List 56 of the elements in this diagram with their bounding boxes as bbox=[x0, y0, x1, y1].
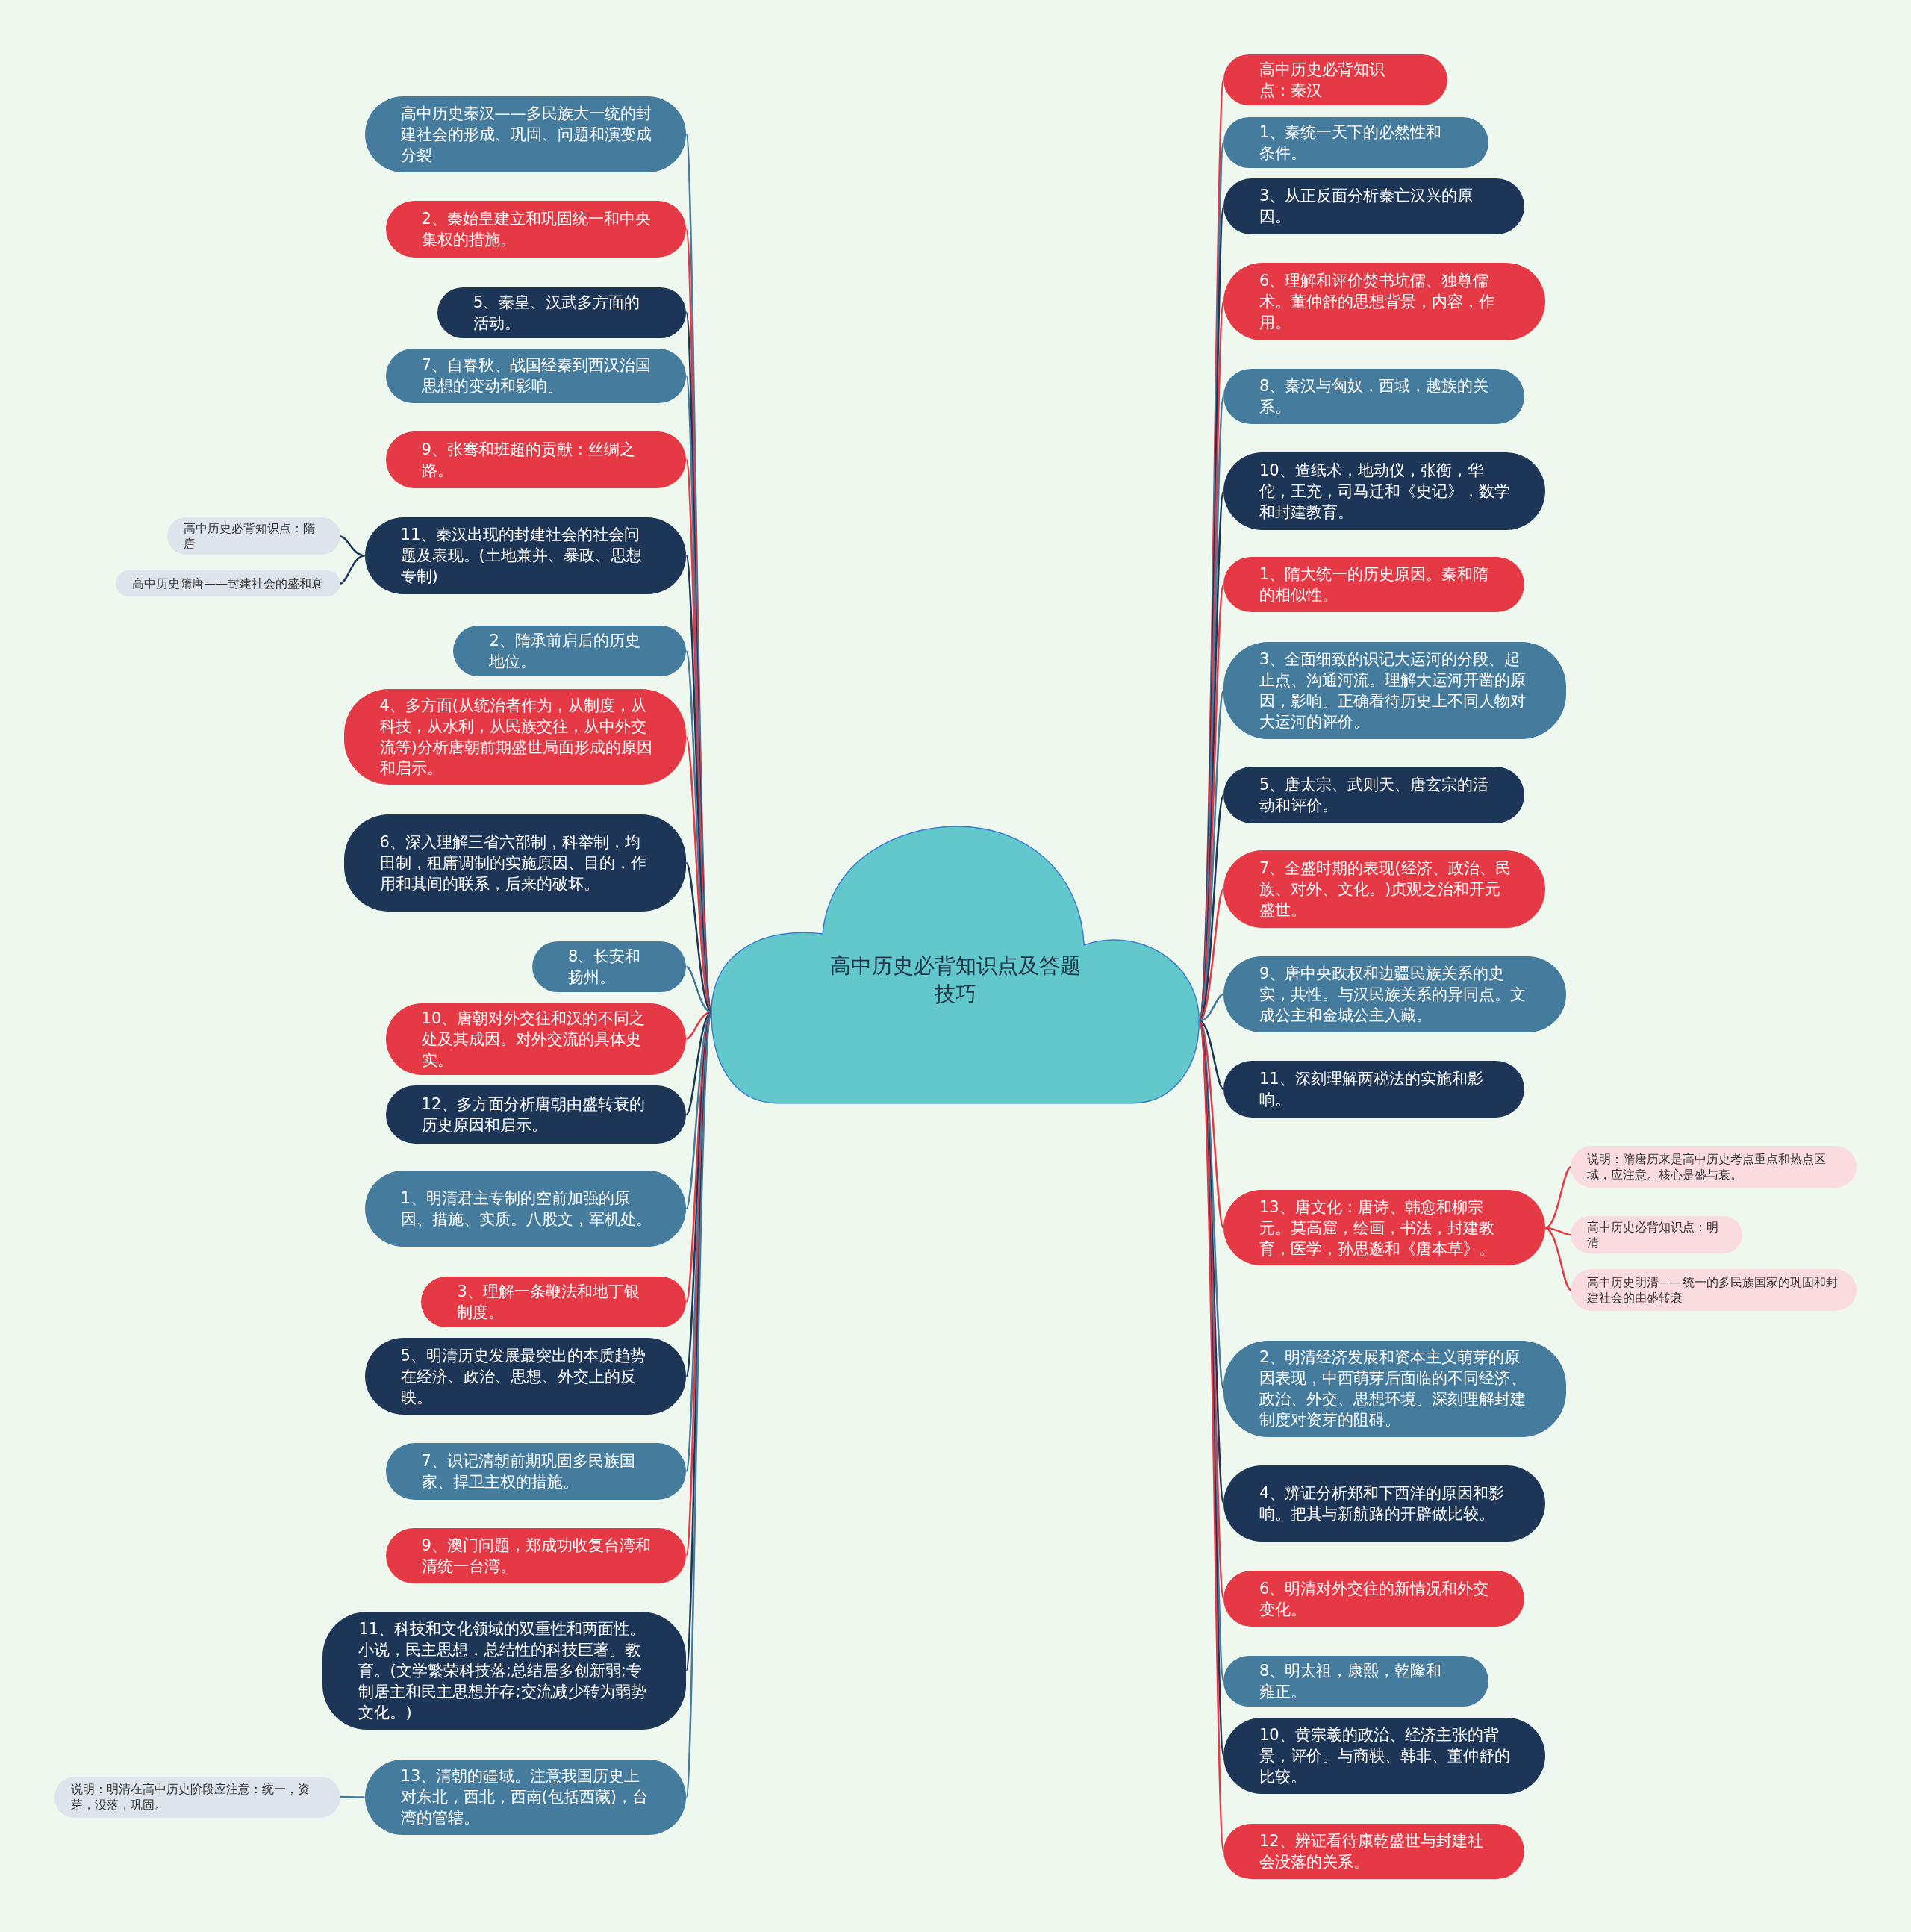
topic-pill: 6、深入理解三省六部制，科举制，均田制，租庸调制的实施原因、目的，作用和其间的联系，后来的破坏。 bbox=[343, 814, 687, 912]
connector-line bbox=[685, 965, 712, 1013]
connector-line bbox=[685, 1011, 712, 1040]
topic-pill: 7、自春秋、战国经秦到西汉治国思想的变动和影响。 bbox=[385, 349, 687, 403]
topic-pill: 9、张骞和班超的贡献：丝绸之路。 bbox=[385, 431, 687, 488]
topic-pill: 3、全面细致的识记大运河的分段、起止点、沟通河流。理解大运河开凿的原因，影响。正确看待历史上不同人物对大运河的评价。 bbox=[1223, 641, 1566, 740]
topic-pill: 1、隋大统一的历史原因。秦和隋的相似性。 bbox=[1223, 557, 1524, 613]
topic-pill: 12、辨证看待康乾盛世与封建社会没落的关系。 bbox=[1223, 1823, 1524, 1880]
topic-pill: 7、全盛时期的表现(经济、政治、民族、对外、文化。)贞观之治和开元盛世。 bbox=[1223, 850, 1545, 928]
topic-pill: 3、从正反面分析秦亡汉兴的原因。 bbox=[1223, 178, 1524, 234]
topic-pill: 8、明太祖，康熙，乾隆和雍正。 bbox=[1223, 1656, 1488, 1707]
connector-line bbox=[1199, 1020, 1224, 1091]
central-topic-text: 高中历史必背知识点及答题技巧 bbox=[829, 953, 1082, 1009]
connector-line bbox=[1544, 1165, 1572, 1230]
connector-line bbox=[1199, 993, 1224, 1022]
note-pill: 高中历史明清——统一的多民族国家的巩固和封建社会的由盛转衰 bbox=[1571, 1269, 1857, 1312]
topic-pill: 4、多方面(从统治者作为，从制度，从科技，从水利，从民族交往，从中外交流等)分析唐朝前期盛世局面形成的原因和启示。 bbox=[343, 688, 687, 785]
topic-pill: 高中历史必背知识点：秦汉 bbox=[1223, 54, 1448, 105]
note-pill: 说明：明清在高中历史阶段应注意：统一，资芽，没落，巩固。 bbox=[54, 1777, 340, 1818]
topic-pill: 11、科技和文化领域的双重性和两面性。小说，民主思想，总结性的科技巨著。教育。(文学繁荣科技落;总结居多创新弱;专制居主和民主思想并存;交流减少转为弱势文化。) bbox=[322, 1611, 687, 1730]
topic-pill: 10、造纸术，地动仪，张衡，华佗，王充，司马迁和《史记》，数学和封建教育。 bbox=[1223, 452, 1545, 530]
topic-pill: 9、唐中央政权和边疆民族关系的史实，共性。与汉民族关系的异同点。文成公主和金城公主入藏。 bbox=[1223, 956, 1566, 1033]
note-pill: 高中历史必背知识点：隋唐 bbox=[167, 517, 340, 555]
topic-pill: 12、多方面分析唐朝由盛转衰的历史原因和启示。 bbox=[385, 1085, 687, 1144]
topic-pill: 5、唐太宗、武则天、唐玄宗的活动和评价。 bbox=[1223, 766, 1524, 823]
topic-pill: 11、深刻理解两税法的实施和影响。 bbox=[1223, 1061, 1524, 1118]
connector-line bbox=[340, 555, 365, 585]
topic-pill: 1、明清君主专制的空前加强的原因、措施、实质。八股文，军机处。 bbox=[364, 1171, 687, 1247]
note-pill: 说明：隋唐历来是高中历史考点重点和热点区域，应注意。核心是盛与衰。 bbox=[1571, 1146, 1857, 1188]
topic-pill: 4、辨证分析郑和下西洋的原因和影响。把其与新航路的开辟做比较。 bbox=[1223, 1465, 1545, 1542]
connector-line bbox=[1198, 1020, 1225, 1503]
topic-pill: 2、秦始皇建立和巩固统一和中央集权的措施。 bbox=[385, 201, 687, 258]
topic-pill: 高中历史秦汉——多民族大一统的封建社会的形成、巩固、问题和演变成分裂 bbox=[364, 96, 687, 173]
topic-pill: 3、理解一条鞭法和地丁银制度。 bbox=[421, 1276, 687, 1327]
topic-pill: 8、长安和扬州。 bbox=[532, 941, 687, 992]
topic-pill: 1、秦统一天下的必然性和条件。 bbox=[1223, 116, 1488, 168]
topic-pill: 5、明清历史发展最突出的本质趋势在经济、政治、思想、外交上的反映。 bbox=[364, 1338, 687, 1415]
topic-pill: 11、秦汉出现的封建社会的社会问题及表现。(土地兼并、暴政、思想专制) bbox=[364, 517, 687, 594]
note-pill: 高中历史隋唐——封建社会的盛和衰 bbox=[116, 570, 340, 596]
connector-line bbox=[340, 1795, 365, 1798]
connector-line bbox=[1544, 1227, 1572, 1291]
topic-pill: 6、明清对外交往的新情况和外交变化。 bbox=[1223, 1571, 1524, 1627]
topic-pill: 13、清朝的疆域。注意我国历史上对东北，西北，西南(包括西藏)，台湾的管辖。 bbox=[364, 1759, 687, 1835]
topic-pill: 9、澳门问题，郑成功收复台湾和清统一台湾。 bbox=[385, 1527, 687, 1583]
topic-pill: 8、秦汉与匈奴，西域，越族的关系。 bbox=[1223, 368, 1524, 424]
topic-pill: 5、秦皇、汉武多方面的活动。 bbox=[437, 287, 687, 338]
topic-pill: 13、唐文化：唐诗、韩愈和柳宗元。莫高窟，绘画，书法，封建教育，医学，孙思邈和《唐本草》。 bbox=[1223, 1190, 1545, 1266]
topic-pill: 2、明清经济发展和资本主义萌芽的原因表现，中西萌芽后面临的不同经济、政治、外交、思想环境。深刻理解封建制度对资芽的阻碍。 bbox=[1223, 1340, 1566, 1437]
topic-pill: 7、识记清朝前期巩固多民族国家、捍卫主权的措施。 bbox=[385, 1442, 687, 1500]
topic-pill: 6、理解和评价焚书坑儒、独尊儒术。董仲舒的思想背景，内容，作用。 bbox=[1223, 262, 1545, 340]
connector-line bbox=[1198, 888, 1225, 1022]
topic-pill: 10、唐朝对外交往和汉的不同之处及其成因。对外交流的具体史实。 bbox=[385, 1003, 687, 1075]
topic-pill: 10、黄宗羲的政治、经济主张的背景，评价。与商鞅、韩非、董仲舒的比较。 bbox=[1223, 1717, 1545, 1795]
topic-pill: 2、隋承前启后的历史地位。 bbox=[453, 626, 687, 677]
connector-line bbox=[1198, 1020, 1225, 1229]
note-pill: 高中历史必背知识点：明清 bbox=[1571, 1216, 1742, 1254]
